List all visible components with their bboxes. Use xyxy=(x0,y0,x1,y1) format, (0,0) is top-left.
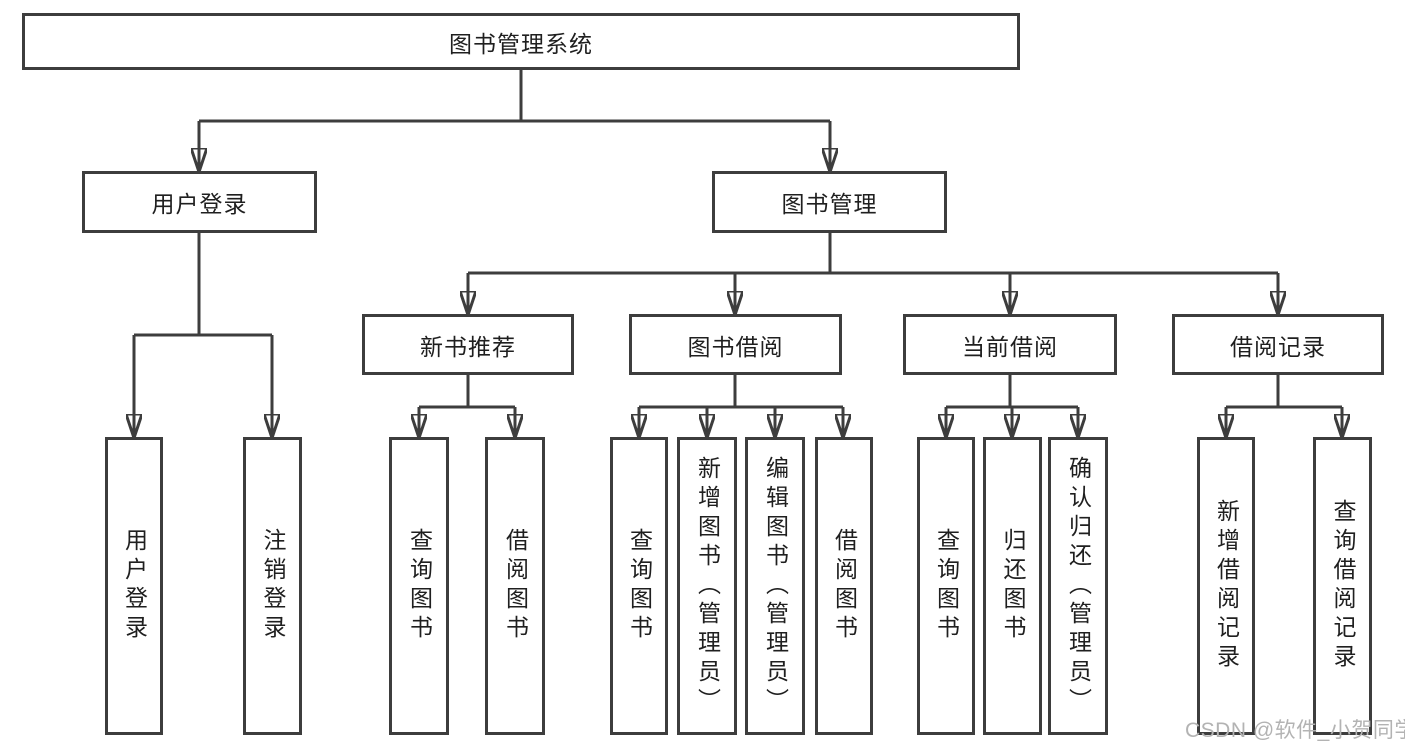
node-library-management-system: 图书管理系统 xyxy=(22,13,1020,70)
leaf-add-borrow-record: 新增借阅记录 xyxy=(1197,437,1255,735)
leaf-label: 编辑图书（管理员） xyxy=(762,455,789,717)
connector-borrowing-records-rail xyxy=(1226,375,1342,409)
node-label: 借阅记录 xyxy=(1230,333,1326,360)
node-label: 图书管理 xyxy=(781,191,878,217)
leaf-search-borrow-record: 查询借阅记录 xyxy=(1313,437,1372,735)
leaf-borrow-books-2: 借阅图书 xyxy=(815,437,873,735)
node-user-login: 用户登录 xyxy=(82,171,317,233)
leaf-return-book: 归还图书 xyxy=(983,437,1042,735)
leaf-label: 查询借阅记录 xyxy=(1330,499,1356,673)
connector-root-rail xyxy=(199,70,830,123)
leaf-confirm-return-admin: 确认归还（管理员） xyxy=(1048,437,1108,735)
connector-book-borrowing-rail xyxy=(639,375,843,409)
leaf-label: 归还图书 xyxy=(1000,528,1026,644)
leaf-logout: 注销登录 xyxy=(243,437,302,735)
csdn-watermark: CSDN @软件_小贺同学 xyxy=(1185,719,1405,742)
leaf-label: 查询图书 xyxy=(626,528,653,644)
leaf-search-books-2: 查询图书 xyxy=(610,437,668,735)
leaf-label: 确认归还（管理员） xyxy=(1065,455,1092,717)
leaf-label: 新增图书（管理员） xyxy=(694,455,721,717)
node-label: 新书推荐 xyxy=(420,333,516,360)
leaf-label: 新增借阅记录 xyxy=(1213,499,1240,673)
connector-new-book-rail xyxy=(419,375,515,409)
leaf-label: 用户登录 xyxy=(121,528,148,644)
connector-current-borrowing-rail xyxy=(946,375,1078,409)
leaf-borrow-books-1: 借阅图书 xyxy=(485,437,545,735)
node-book-management: 图书管理 xyxy=(712,171,947,233)
leaf-label: 注销登录 xyxy=(260,528,286,644)
node-new-book-recommendation: 新书推荐 xyxy=(362,314,574,375)
leaf-search-books-3: 查询图书 xyxy=(917,437,975,735)
connector-user-login-rail xyxy=(134,233,272,337)
leaf-label: 查询图书 xyxy=(933,528,960,644)
leaf-search-books-1: 查询图书 xyxy=(389,437,449,735)
leaf-label: 借阅图书 xyxy=(831,528,858,644)
connector-book-management-rail xyxy=(468,233,1278,275)
leaf-user-login: 用户登录 xyxy=(105,437,163,735)
leaf-label: 查询图书 xyxy=(406,528,433,644)
leaf-label: 借阅图书 xyxy=(502,528,529,644)
node-label: 图书管理系统 xyxy=(449,30,593,57)
node-book-borrowing: 图书借阅 xyxy=(629,314,842,375)
node-label: 图书借阅 xyxy=(687,333,784,360)
node-current-borrowing: 当前借阅 xyxy=(903,314,1117,375)
leaf-edit-book-admin: 编辑图书（管理员） xyxy=(745,437,805,735)
leaf-add-book-admin: 新增图书（管理员） xyxy=(677,437,737,735)
node-label: 用户登录 xyxy=(151,191,248,217)
node-label: 当前借阅 xyxy=(962,333,1058,360)
node-borrowing-records: 借阅记录 xyxy=(1172,314,1384,375)
